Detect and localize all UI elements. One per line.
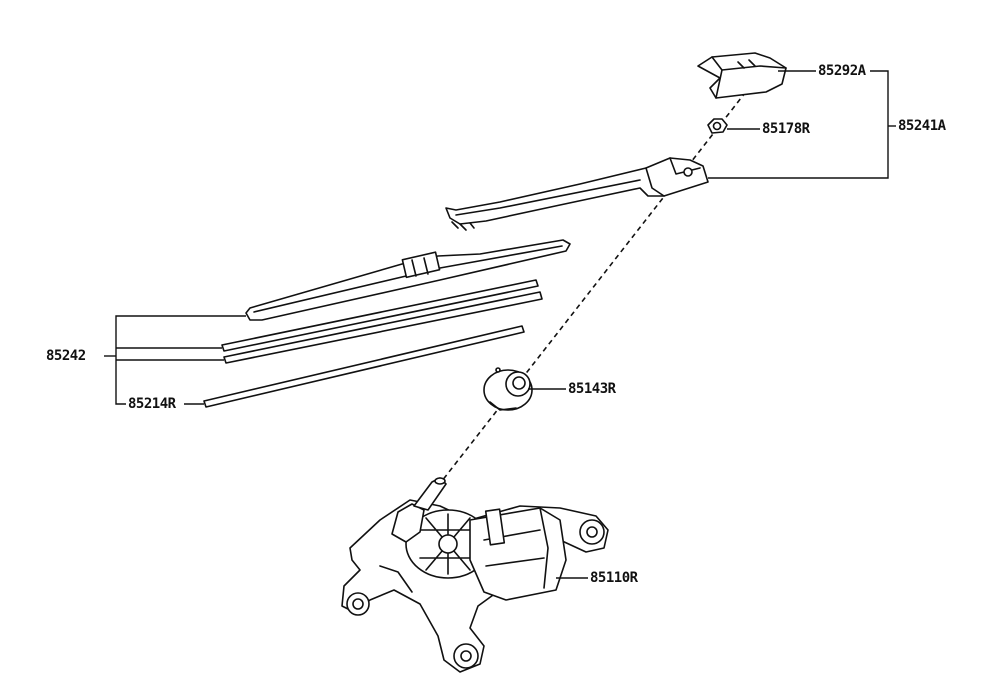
- assembly-axis-line: [437, 83, 753, 487]
- pivot-cap: [483, 367, 533, 411]
- label-nut: 85178R: [762, 121, 810, 137]
- wiper-motor: [341, 477, 609, 673]
- label-blade-assembly: 85242: [46, 348, 86, 364]
- blade-rubber: [203, 325, 525, 408]
- wiper-arm-cap: [697, 52, 787, 99]
- nut: [707, 118, 728, 134]
- label-arm-cap: 85292A: [818, 63, 866, 79]
- wiper-blade: [245, 239, 571, 321]
- label-pivot-cap: 85143R: [568, 381, 616, 397]
- wiper-arm: [445, 157, 709, 231]
- label-motor: 85110R: [590, 570, 638, 586]
- blade-rubber-strip-upper: [221, 279, 539, 352]
- label-arm-assembly: 85241A: [898, 118, 946, 134]
- blade-rubber-strip-middle: [223, 291, 543, 364]
- leader-arm-assembly: [708, 70, 889, 179]
- label-blade-rubber: 85214R: [128, 396, 176, 412]
